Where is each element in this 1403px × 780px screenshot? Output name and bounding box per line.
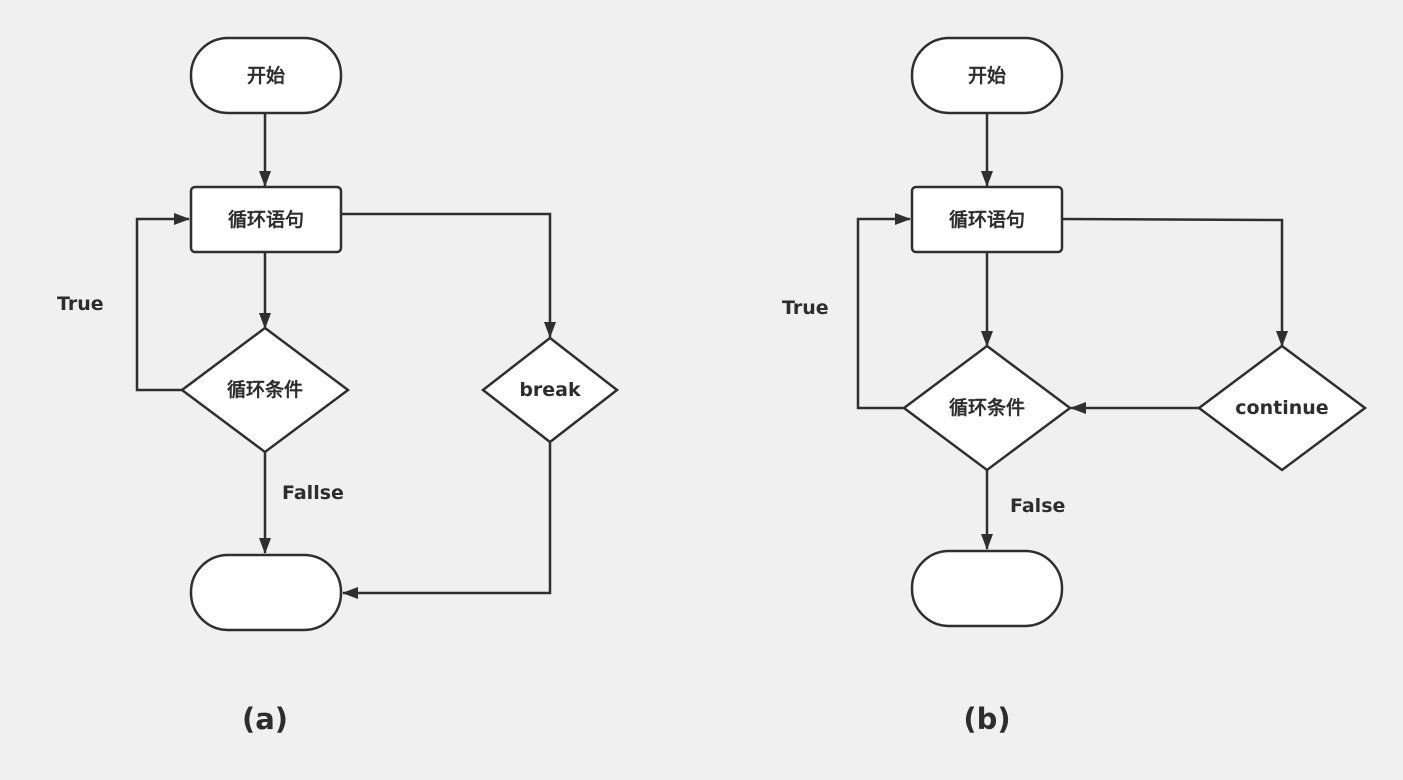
node-a-loop-statement-label: 循环语句 bbox=[228, 208, 304, 231]
edge-b-true-label: True bbox=[782, 297, 829, 319]
node-b-loop-condition-label: 循环条件 bbox=[949, 396, 1025, 419]
edge-a-true-label: True bbox=[57, 293, 104, 315]
edge-a-loop-to-break bbox=[342, 212, 556, 338]
node-a-loop-condition bbox=[179, 326, 351, 454]
edge-b-false-label: False bbox=[1010, 495, 1065, 517]
node-b-start bbox=[910, 36, 1064, 115]
node-a-start-label: 开始 bbox=[247, 64, 285, 87]
diagram-b: 开始 循环语句 循环条件 continue True False (b) bbox=[782, 36, 1368, 736]
node-b-continue bbox=[1196, 344, 1368, 472]
edge-a-break-to-end bbox=[342, 443, 552, 599]
node-a-break-label: break bbox=[519, 379, 581, 401]
node-a-end bbox=[189, 553, 343, 632]
node-b-loop-condition bbox=[901, 344, 1073, 472]
node-b-loop-statement-label: 循环语句 bbox=[949, 208, 1025, 231]
diagram-a-caption: (a) bbox=[242, 702, 288, 736]
edge-a-condition-true-back bbox=[135, 213, 190, 392]
node-a-start bbox=[189, 36, 343, 115]
diagram-b-caption: (b) bbox=[963, 702, 1010, 736]
edge-b-loop-to-continue bbox=[1062, 217, 1288, 347]
edge-a-false-label: Fallse bbox=[282, 482, 344, 504]
node-a-loop-statement bbox=[189, 185, 343, 254]
node-a-break bbox=[480, 336, 620, 444]
node-b-continue-label: continue bbox=[1235, 397, 1328, 419]
node-b-loop-statement bbox=[910, 185, 1064, 254]
diagram-a: 开始 循环语句 循环条件 break True Fallse (a) bbox=[57, 36, 620, 736]
node-b-start-label: 开始 bbox=[968, 64, 1006, 87]
node-a-loop-condition-label: 循环条件 bbox=[227, 378, 303, 401]
node-b-end bbox=[910, 549, 1064, 628]
edge-b-condition-true-back bbox=[856, 213, 911, 410]
